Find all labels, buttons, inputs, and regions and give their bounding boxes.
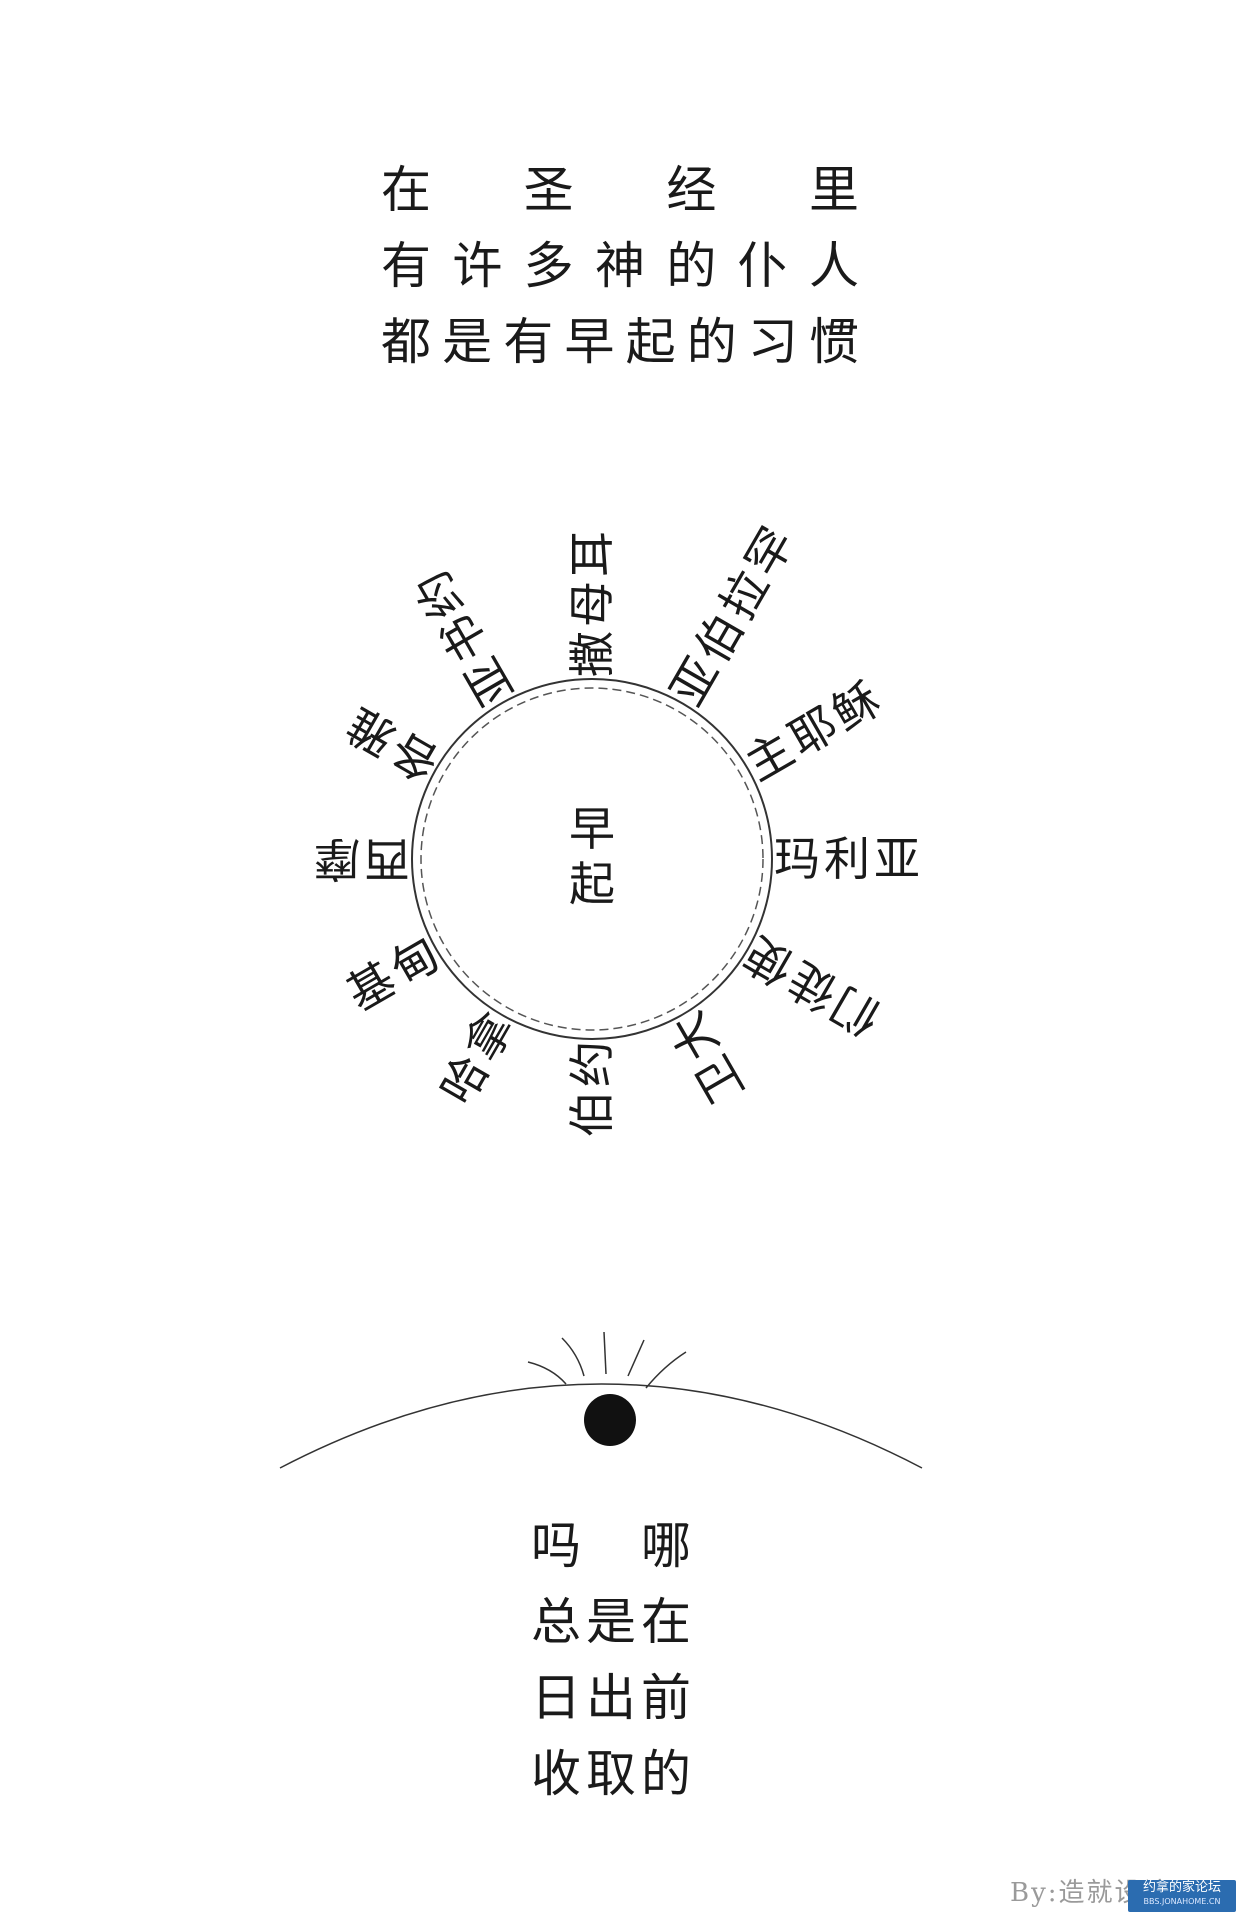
char: 的 [666, 237, 717, 295]
char: 里 [808, 161, 859, 219]
person-label-char: 约 [565, 1041, 619, 1087]
char: 都 [381, 313, 431, 371]
person-label: 使徒们 [736, 927, 889, 1047]
sun-rays [527, 1331, 687, 1389]
char: 人 [808, 237, 859, 295]
person-label-char: 西 [364, 832, 410, 886]
person-label: 撒母耳 [565, 531, 619, 677]
outro-line-4: 收取的 [530, 1743, 692, 1805]
watermark-title: 约拿的家论坛 [1142, 1880, 1221, 1895]
intro-line-1: 在圣经里 [380, 160, 860, 220]
char: 在 [381, 161, 431, 219]
early-rising-diagram: 早 起 撒母耳亚伯拉罕主耶稣玛利亚使徒们大卫约伯哈拿基甸摩西雅各约书亚 [314, 518, 920, 1137]
char: 神 [594, 237, 645, 295]
char: 日 [531, 1669, 581, 1727]
char: 起 [625, 313, 676, 371]
outro-line-2: 总是在 [530, 1591, 692, 1653]
person-label-char: 亚 [874, 832, 920, 886]
person-label: 摩西 [314, 832, 410, 886]
sun-ray [527, 1361, 567, 1385]
inner-dashed-circle [420, 687, 764, 1031]
person-label: 玛利亚 [774, 832, 920, 886]
person-label-char: 母 [565, 581, 619, 627]
char: 惯 [808, 313, 859, 371]
char: 吗 [531, 1517, 581, 1575]
char: 仆 [737, 237, 788, 295]
sun-ray [627, 1339, 645, 1377]
outro-line-1: 吗哪 [530, 1515, 692, 1577]
sun-ray [645, 1351, 687, 1389]
outro-line-3: 日出前 [530, 1667, 692, 1729]
person-label-char: 玛 [774, 832, 820, 886]
char: 是 [442, 313, 493, 371]
char: 早 [564, 313, 615, 371]
char: 是 [586, 1593, 636, 1651]
char: 圣 [523, 161, 574, 219]
watermark-sub: BBS.JONAHOME.CN [1143, 1897, 1221, 1906]
person-label-char: 耳 [565, 531, 619, 577]
char: 总 [531, 1593, 581, 1651]
char: 许 [452, 237, 503, 295]
person-label: 主耶稣 [736, 672, 889, 792]
intro-line-2: 有许多神的仆人 [380, 236, 860, 296]
sun-ray [603, 1331, 607, 1375]
sun [584, 1394, 636, 1446]
char: 前 [641, 1669, 691, 1727]
person-label: 约伯 [565, 1041, 619, 1137]
center-label-2: 起 [569, 857, 615, 911]
char: 有 [381, 237, 431, 295]
sun-ray [561, 1337, 585, 1377]
horizon-arc [279, 1383, 923, 1469]
char: 的 [641, 1745, 691, 1803]
char: 有 [503, 313, 554, 371]
char: 在 [641, 1593, 691, 1651]
person-label-char: 伯 [565, 1091, 619, 1137]
person-label-char: 利 [824, 832, 870, 886]
people-spokes: 撒母耳亚伯拉罕主耶稣玛利亚使徒们大卫约伯哈拿基甸摩西雅各约书亚 [314, 518, 920, 1137]
char: 的 [686, 313, 737, 371]
person-label-char: 摩 [314, 832, 360, 886]
person-label-char: 撒 [565, 631, 619, 677]
char: 经 [666, 161, 717, 219]
outer-circle [411, 678, 773, 1040]
sunrise-illustration [279, 1331, 923, 1469]
char: 习 [747, 313, 798, 371]
char: 出 [586, 1669, 636, 1727]
person-label: 约书亚 [405, 561, 525, 714]
center-label-1: 早 [569, 802, 615, 856]
char: 多 [523, 237, 574, 295]
char: 取 [586, 1745, 636, 1803]
char: 收 [531, 1745, 581, 1803]
forum-watermark: 约拿的家论坛 BBS.JONAHOME.CN [1128, 1880, 1236, 1912]
char: 哪 [641, 1517, 691, 1575]
intro-line-3: 都是有早起的习惯 [380, 312, 860, 372]
